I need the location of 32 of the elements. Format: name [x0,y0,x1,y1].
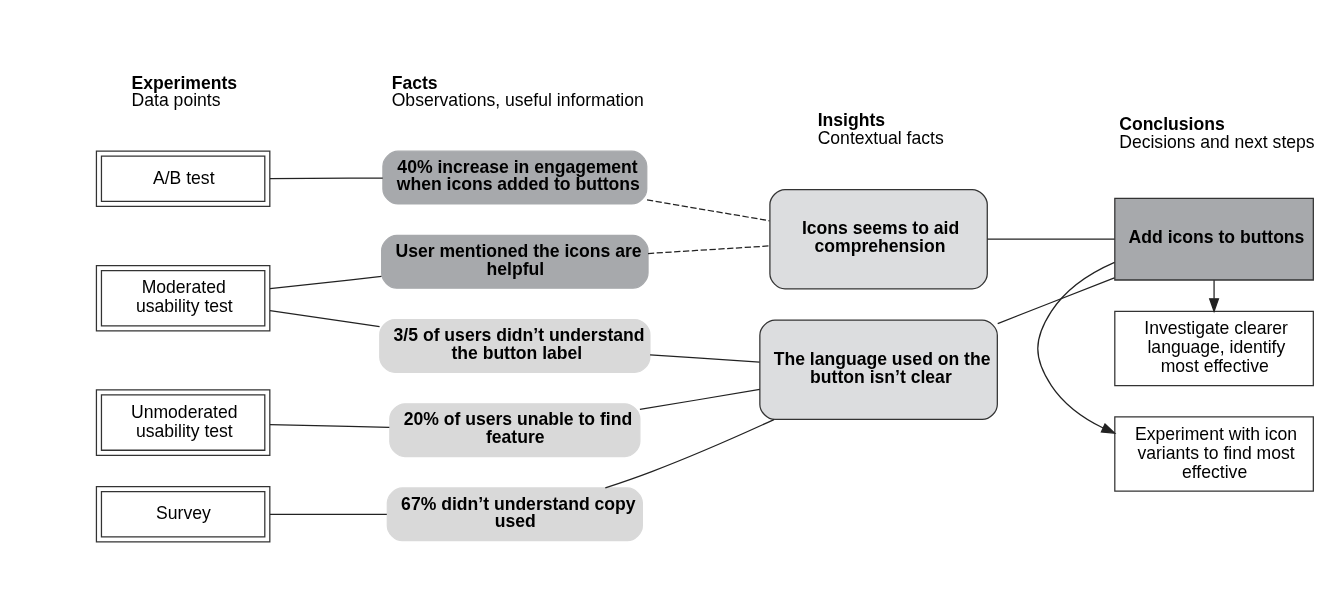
node-box: Investigate clearer language, identify most effective [1114,310,1314,387]
node-box: 67% didn’t understand copy used [386,487,643,542]
node-box: Unmoderated usability test [95,389,271,456]
connector [269,423,390,428]
connector [269,310,381,328]
node-box: The language used on the button isn’t clear [759,319,998,421]
label: Facts [391,72,438,93]
node-box: 40% increase in engagement when icons added to buttons [382,150,648,205]
connector [997,277,1115,325]
arrow [1208,279,1220,314]
connector [647,245,771,255]
node-box: 20% of users unable to find feature [389,403,641,458]
node-box: Add icons to buttons [1114,197,1314,281]
node-box: Icons seems to aid comprehension [769,188,988,290]
connector [604,418,775,489]
label: Insights [817,110,886,131]
connector [269,275,383,290]
node-box: Survey [95,486,271,543]
label: Experiments [131,72,238,93]
connector [986,238,1116,240]
node-box: A/B test [95,150,271,208]
label: Observations, useful information [391,90,644,111]
connector [269,513,388,515]
node-box: Moderated usability test [95,264,271,332]
node-box: 3/5 of users didn’t understand the button label [379,318,651,373]
node-box: Experiment with icon variants to find most effective [1114,416,1314,492]
connector [269,177,384,180]
arrow [1037,261,1117,434]
connector [639,388,761,411]
connector [646,199,771,222]
node-box: User mentioned the icons are helpful [381,234,649,289]
connector [649,354,761,363]
